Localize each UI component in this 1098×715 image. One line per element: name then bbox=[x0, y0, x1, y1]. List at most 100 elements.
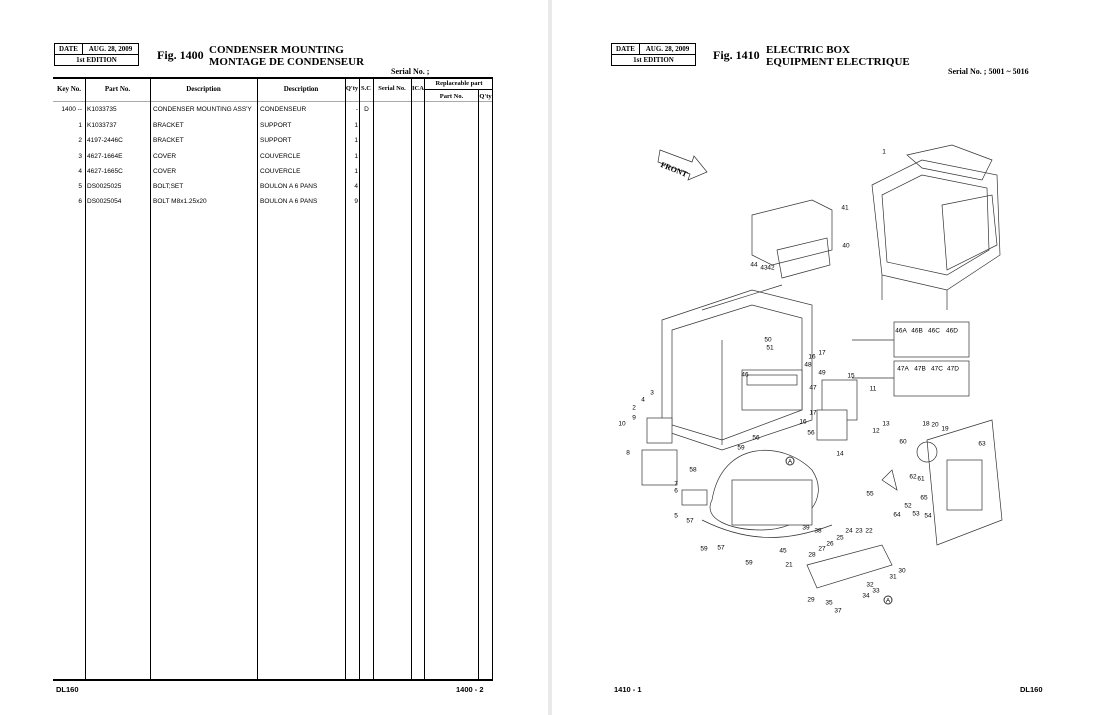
callout-label: 46B bbox=[911, 327, 923, 335]
cell-key: 1400 -- bbox=[61, 106, 82, 113]
callout-label: 57 bbox=[717, 544, 725, 552]
header-replaceable: Replaceable part bbox=[435, 80, 483, 87]
header-desc-fr: Description bbox=[283, 85, 319, 93]
callout-label: 59 bbox=[745, 559, 753, 567]
callout-label: A bbox=[785, 456, 795, 466]
serial-no: Serial No. ; 5001 ~ 5016 bbox=[948, 67, 1029, 76]
callout-label: 57 bbox=[686, 517, 694, 525]
callout-label: 46 bbox=[741, 371, 749, 379]
cell-sc: D bbox=[364, 106, 369, 113]
callout-label: 31 bbox=[889, 573, 897, 581]
footer-page: 1410 - 1 bbox=[614, 685, 642, 694]
callout-label: 5 bbox=[674, 512, 678, 520]
callout-label: 64 bbox=[893, 511, 901, 519]
callout-label: 33 bbox=[872, 587, 880, 595]
header-key: Key No. bbox=[56, 85, 82, 93]
callout-label: 21 bbox=[785, 561, 793, 569]
edition: 1st EDITION bbox=[76, 56, 117, 64]
cell-part: 4627-1664E bbox=[87, 153, 123, 160]
callout-label: 3 bbox=[650, 389, 654, 397]
callout-label: 27 bbox=[818, 545, 826, 553]
edition: 1st EDITION bbox=[633, 56, 674, 64]
callout-label: 30 bbox=[898, 567, 906, 575]
cell-key: 4 bbox=[78, 168, 82, 175]
callout-label: 51 bbox=[766, 344, 774, 352]
cell-key: 5 bbox=[78, 183, 82, 190]
callout-label: 50 bbox=[764, 336, 772, 344]
serial-no: Serial No. ; bbox=[391, 67, 430, 76]
cell-part: DS0025025 bbox=[87, 183, 122, 190]
callout-label: 9 bbox=[632, 414, 636, 422]
page-title: ELECTRIC BOX EQUIPMENT ELECTRIQUE bbox=[766, 44, 910, 68]
callout-label: 28 bbox=[808, 551, 816, 559]
callout-label: 6 bbox=[674, 487, 678, 495]
fig-number: Fig. 1410 bbox=[713, 48, 760, 62]
cell-qty: 4 bbox=[354, 183, 358, 190]
cell-qty: 1 bbox=[354, 137, 358, 144]
callout-label: 35 bbox=[825, 599, 833, 607]
header-serial: Serial No. bbox=[378, 85, 406, 92]
callout-label: 8 bbox=[626, 449, 630, 457]
header-ica: ICA bbox=[412, 85, 424, 92]
cell-key: 3 bbox=[78, 153, 82, 160]
callout-label: 43 bbox=[760, 264, 768, 272]
exploded-diagram bbox=[641, 144, 1003, 589]
callout-label: 61 bbox=[917, 475, 925, 483]
footer-page: 1400 - 2 bbox=[456, 685, 484, 694]
cell-desc-fr: COUVERCLE bbox=[260, 153, 301, 160]
callout-label: 16 bbox=[808, 353, 816, 361]
callout-label: 38 bbox=[814, 527, 822, 535]
cell-desc-fr: BOULON A 6 PANS bbox=[260, 183, 318, 190]
panel-41 bbox=[751, 199, 833, 279]
cell-desc-en: BRACKET bbox=[153, 122, 184, 129]
cell-key: 2 bbox=[78, 137, 82, 144]
title-en: ELECTRIC BOX bbox=[766, 44, 851, 56]
header-desc-en: Description bbox=[186, 85, 221, 93]
callout-label: 4 bbox=[641, 396, 645, 404]
callout-label: 18 bbox=[922, 420, 930, 428]
callout-label: 47 bbox=[809, 384, 817, 392]
callout-label: 14 bbox=[836, 450, 844, 458]
callout-label: 49 bbox=[818, 369, 826, 377]
cell-qty: 1 bbox=[354, 122, 358, 129]
callout-label: 19 bbox=[941, 425, 949, 433]
callout-label: 47B bbox=[914, 365, 926, 373]
cell-part: 4197-2446C bbox=[87, 137, 123, 144]
callout-label: 41 bbox=[841, 204, 849, 212]
detail-boxes bbox=[852, 321, 970, 397]
callout-label: A bbox=[883, 595, 893, 605]
footer-model: DL160 bbox=[1020, 685, 1043, 694]
front-arrow bbox=[657, 149, 708, 181]
cell-desc-fr: SUPPORT bbox=[260, 122, 292, 129]
callout-label: 12 bbox=[872, 427, 880, 435]
callout-label: 62 bbox=[909, 473, 917, 481]
cell-desc-fr: COUVERCLE bbox=[260, 168, 301, 175]
cell-part: 4627-1665C bbox=[87, 168, 123, 175]
electric-box-cover bbox=[871, 144, 1001, 310]
callout-label: 29 bbox=[807, 596, 815, 604]
callout-label: 23 bbox=[855, 527, 863, 535]
callout-label: 65 bbox=[920, 494, 928, 502]
callout-label: 52 bbox=[904, 502, 912, 510]
callout-label: 54 bbox=[924, 512, 932, 520]
callout-label: 34 bbox=[862, 592, 870, 600]
cell-part: K1033737 bbox=[87, 122, 117, 129]
cell-qty: - bbox=[355, 106, 358, 113]
callout-label: 44 bbox=[750, 261, 758, 269]
callout-label: 46A bbox=[895, 327, 907, 335]
cell-desc-en: COVER bbox=[153, 153, 177, 160]
header-rep-part: Part No. bbox=[439, 93, 464, 100]
header-rep-qty: Q'ty bbox=[479, 93, 492, 100]
callout-label: 46D bbox=[946, 327, 958, 335]
header-sc: S.C bbox=[361, 85, 371, 92]
callout-label: 39 bbox=[802, 524, 810, 532]
callout-label: 42 bbox=[767, 264, 775, 272]
title-fr: MONTAGE DE CONDENSEUR bbox=[209, 56, 365, 68]
cell-part: DS0025054 bbox=[87, 198, 122, 205]
callout-label: 47C bbox=[931, 365, 943, 373]
callout-label: 45 bbox=[779, 547, 787, 555]
date-label: DATE bbox=[612, 44, 640, 54]
cell-desc-en: BOLT M8x1.25x20 bbox=[153, 198, 207, 205]
callout-label: 26 bbox=[826, 540, 834, 548]
